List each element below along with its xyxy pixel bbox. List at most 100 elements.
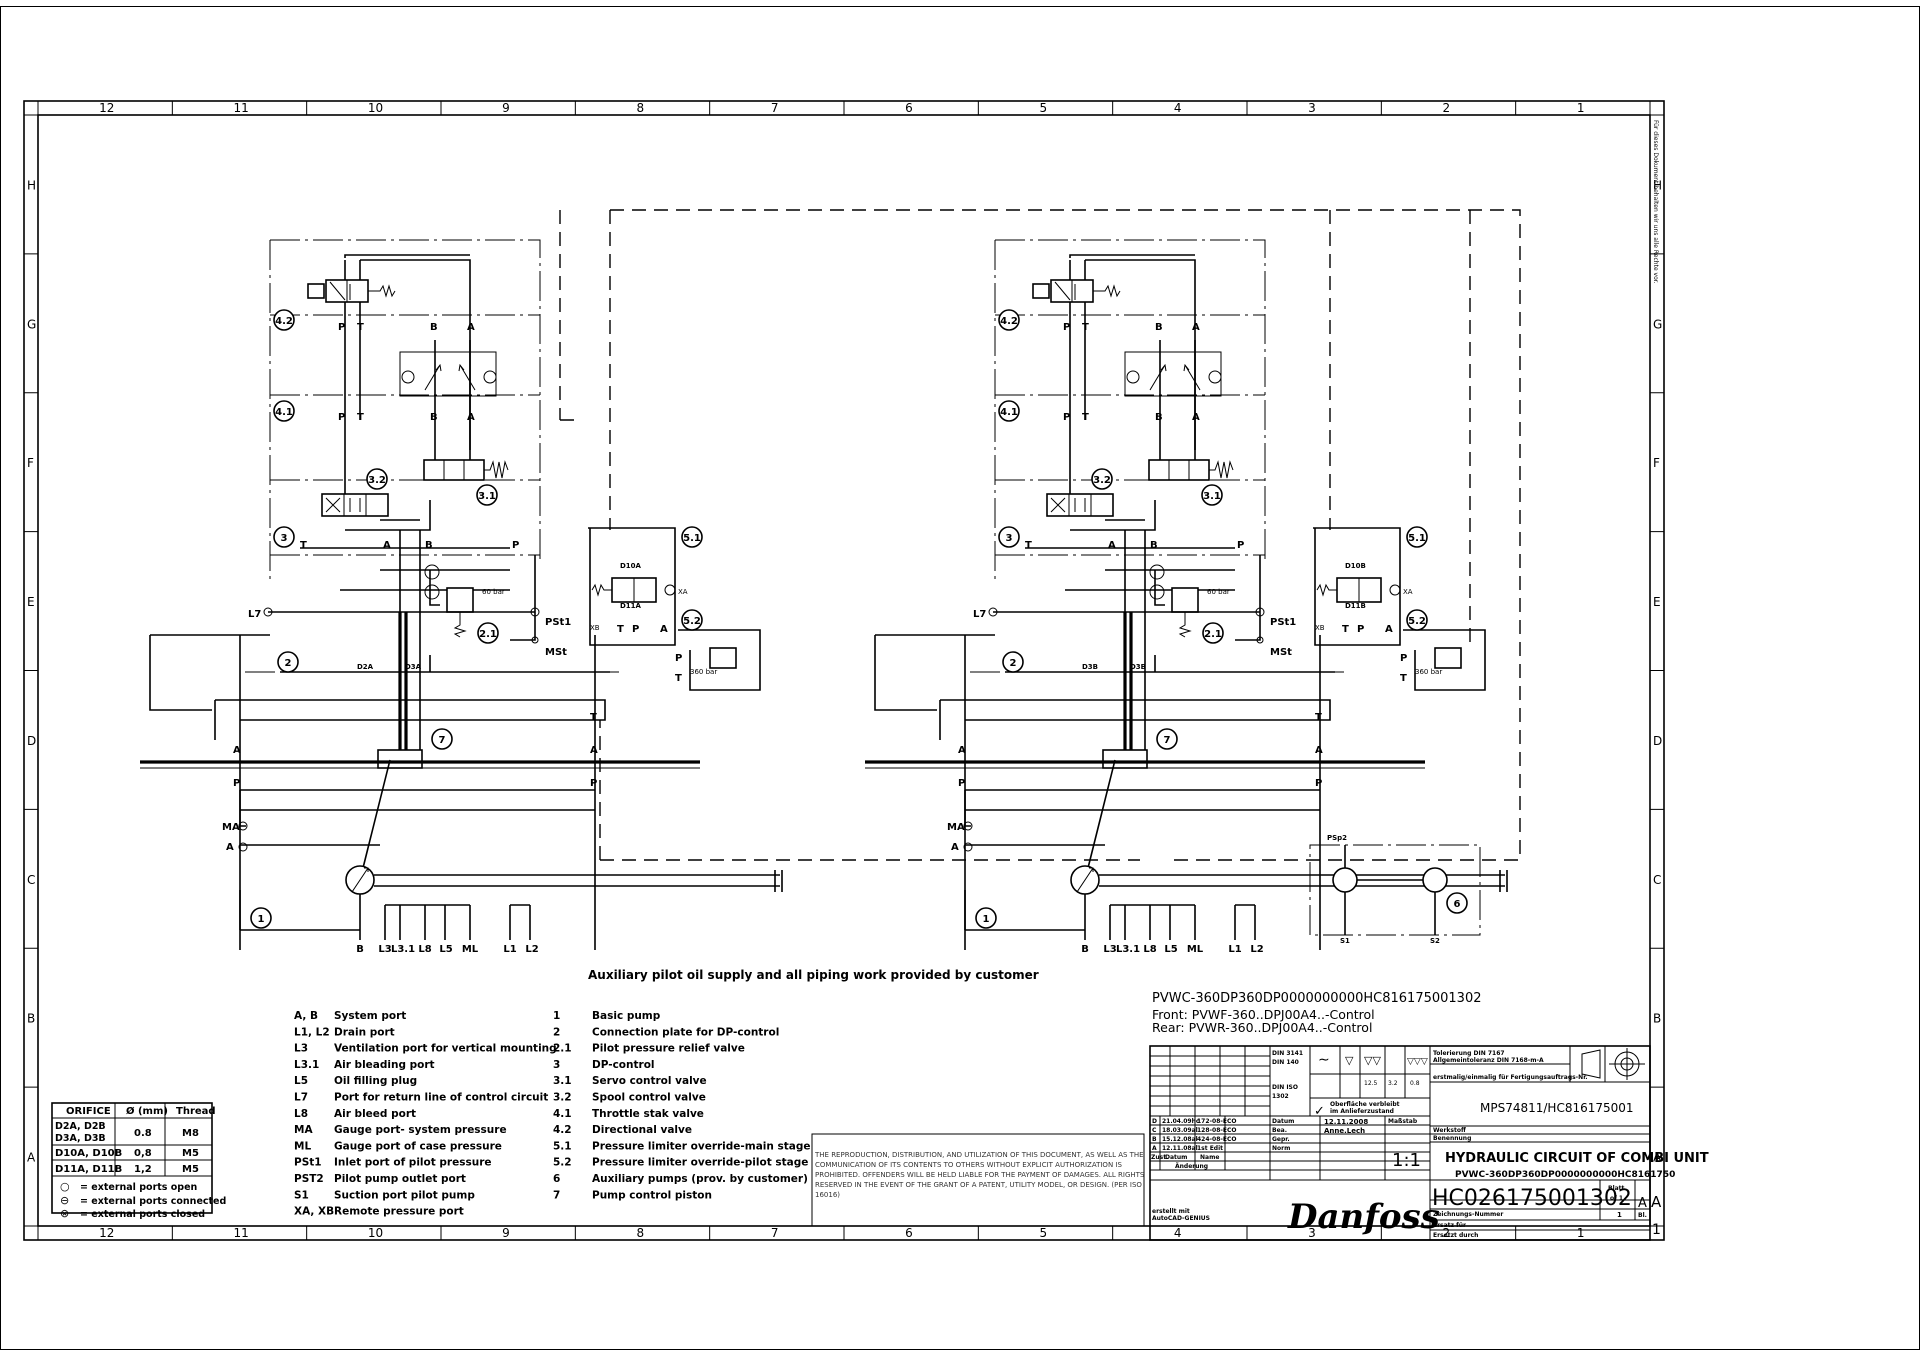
port-label: T <box>1025 540 1032 551</box>
grid-row-label: F <box>27 456 34 470</box>
grid-col-label: 6 <box>905 1226 913 1240</box>
svg-text:∼: ∼ <box>1318 1052 1330 1068</box>
port-label: T <box>675 673 682 684</box>
legend-port-desc: Inlet port of pilot pressure <box>334 1157 492 1169</box>
svg-text:A: A <box>1651 1193 1662 1211</box>
legend-component-desc: Pressure limiter override-pilot stage <box>592 1157 808 1169</box>
legend-port-desc: Gauge port- system pressure <box>334 1124 507 1136</box>
svg-text:XA: XA <box>678 588 688 596</box>
svg-text:Ersatz für: Ersatz für <box>1433 1222 1466 1229</box>
svg-text:✓: ✓ <box>1314 1104 1325 1119</box>
grid-col-label: 12 <box>99 101 114 115</box>
grid-col-label: 2 <box>1443 1226 1451 1240</box>
port-label: T <box>300 540 307 551</box>
legend-port-code: L5 <box>294 1075 308 1087</box>
svg-text:B: B <box>1152 1136 1157 1143</box>
component-marker-label: 4.2 <box>275 316 293 327</box>
component-marker-label: 3 <box>1006 533 1013 544</box>
grid-row-label: D <box>1653 734 1662 748</box>
port-label: A <box>467 412 475 423</box>
svg-text:A: A <box>1638 1196 1647 1211</box>
legend-port-code: L3 <box>294 1043 308 1055</box>
component-marker-label: 5.2 <box>1408 616 1426 627</box>
svg-text:Datum: Datum <box>1272 1118 1294 1125</box>
svg-text:424-08-ECO: 424-08-ECO <box>1197 1136 1236 1143</box>
bottom-port-label: L1 <box>1228 944 1241 955</box>
port-label: B <box>1155 412 1163 423</box>
legend-component-code: 4.2 <box>553 1124 572 1136</box>
grid-col-label: 9 <box>502 101 510 115</box>
port-label: A <box>1385 624 1393 635</box>
port-label: PSp2 <box>1327 834 1347 842</box>
grid-col-label: 3 <box>1308 1226 1316 1240</box>
title-block: DIN 3141 DIN 140 DIN ISO 1302 ∼ ▽ ▽▽ ▽▽▽… <box>1149 1045 1709 1241</box>
svg-text:A: A <box>1152 1145 1157 1152</box>
svg-text:Werkstoff: Werkstoff <box>1433 1127 1466 1134</box>
port-label: B <box>430 412 438 423</box>
component-marker <box>476 484 498 506</box>
port-label: A <box>467 322 475 333</box>
bottom-port-label: L5 <box>439 944 452 955</box>
svg-text:360 bar: 360 bar <box>1415 668 1442 676</box>
component-marker-label: 7 <box>439 735 446 746</box>
port-label: T <box>1342 624 1349 635</box>
grid-col-label: 1 <box>1577 101 1585 115</box>
legend-component-code: 5.2 <box>553 1157 572 1169</box>
component-marker <box>998 526 1020 548</box>
port-label: P <box>632 624 639 635</box>
bottom-port-label: B <box>1081 944 1089 955</box>
legend-port-desc: Ventilation port for vertical mounting <box>334 1043 557 1055</box>
customer-note: Auxiliary pilot oil supply and all pipin… <box>588 968 1039 982</box>
port-label: A <box>951 842 959 853</box>
side-note: Für dieses Dokument behalten wir uns all… <box>1652 120 1659 284</box>
legend-component-code: 1 <box>553 1010 560 1022</box>
svg-text:Name: Name <box>1200 1154 1219 1161</box>
svg-text:M5: M5 <box>182 1164 199 1175</box>
component-marker <box>273 309 295 331</box>
legend-component-code: 2 <box>553 1026 560 1038</box>
drawing-number: HC026175001302 <box>1432 1186 1632 1211</box>
svg-text:21.04.09hc: 21.04.09hc <box>1162 1118 1200 1125</box>
svg-text:Benennung: Benennung <box>1433 1135 1471 1142</box>
svg-text:1: 1 <box>1617 1211 1622 1219</box>
port-label: PSt1 <box>1270 617 1296 628</box>
grid-col-label: 5 <box>1040 101 1048 115</box>
port-label: P <box>512 540 519 551</box>
orifice-label: D11B <box>1345 602 1366 610</box>
component-marker-label: 2.1 <box>479 629 497 640</box>
bottom-port-label: L3 <box>378 944 391 955</box>
legend-component-code: 3.2 <box>553 1092 572 1104</box>
legend-port-desc: Drain port <box>334 1026 395 1038</box>
component-marker-label: 4.1 <box>1000 407 1018 418</box>
pilot-return-line <box>599 720 1140 861</box>
svg-text:D2A, D2B: D2A, D2B <box>55 1121 106 1132</box>
legend-component-desc: Throttle stak valve <box>592 1108 704 1120</box>
component-marker <box>1406 609 1428 631</box>
svg-text:= external ports closed: = external ports closed <box>80 1209 205 1220</box>
legend-component-desc: Pressure limiter override-main stage <box>592 1140 811 1152</box>
bottom-port-label: L5 <box>1164 944 1177 955</box>
svg-text:0,8: 0,8 <box>134 1148 152 1159</box>
legend-port-desc: Remote pressure port <box>334 1206 464 1218</box>
port-label: MSt <box>1270 647 1292 658</box>
svg-text:Ersetzt durch: Ersetzt durch <box>1433 1232 1478 1239</box>
legend-component-desc: Servo control valve <box>592 1075 707 1087</box>
legend-port-code: L1, L2 <box>294 1026 330 1038</box>
grid-row-label: C <box>1653 873 1661 887</box>
orifice-label: D2A <box>357 663 374 671</box>
port-label: T <box>1400 673 1407 684</box>
port-label: T <box>1082 322 1089 333</box>
grid-col-label: 8 <box>637 1226 645 1240</box>
svg-text:XA: XA <box>1403 588 1413 596</box>
grid-row-label: D <box>27 734 36 748</box>
legend-port-code: L8 <box>294 1108 308 1120</box>
component-marker <box>477 622 499 644</box>
bottom-port-label: ML <box>1187 944 1204 955</box>
port-label: P <box>1315 778 1322 789</box>
legend-component-code: 2.1 <box>553 1043 572 1055</box>
svg-text:0.8: 0.8 <box>134 1128 152 1139</box>
svg-text:128-08-ECO: 128-08-ECO <box>1197 1127 1236 1134</box>
port-label: P <box>958 778 965 789</box>
